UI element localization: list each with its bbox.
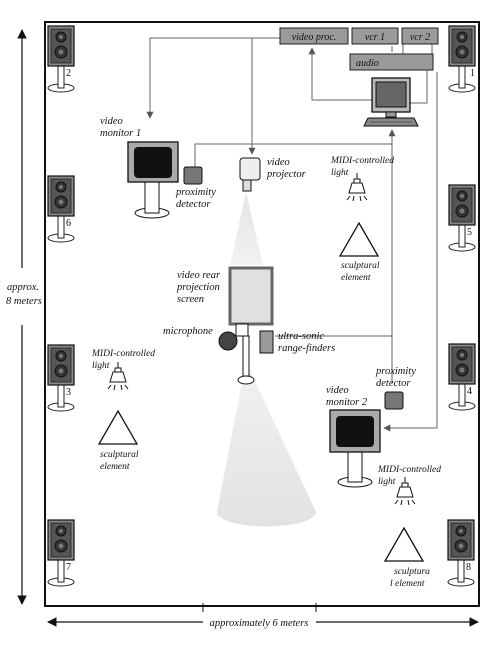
speaker-3-number: 3	[66, 387, 71, 398]
proximity-detector-2-label-line2: detector	[376, 378, 411, 389]
ultrasonic-label-line2: range-finders	[278, 343, 335, 354]
speaker-2-icon	[47, 25, 75, 93]
microphone-icon	[218, 331, 238, 351]
midi-light-1-label-line1: MIDI-controlled	[330, 156, 394, 166]
room-outline	[44, 21, 480, 607]
audio-label: audio	[356, 58, 379, 69]
speaker-5-icon	[448, 184, 476, 252]
sculptural-element-2-label-line2: element	[100, 462, 130, 472]
midi-light-3-label-line1: MIDI-controlled	[377, 465, 441, 475]
midi-light-1-icon	[346, 172, 368, 202]
screen-label-line3: screen	[177, 294, 204, 305]
midi-light-3-label-line2: light	[378, 477, 396, 487]
projector-beam-upper	[230, 192, 263, 265]
vcr1-label: vcr 1	[365, 32, 385, 43]
vcr2-label: vcr 2	[410, 32, 430, 43]
speaker-8-icon	[447, 519, 475, 587]
rear-projection-screen-icon	[228, 266, 274, 385]
speaker-6-number: 6	[66, 218, 71, 229]
speaker-7-number: 7	[66, 562, 71, 573]
sculptural-element-2-label-line1: sculptural	[100, 450, 139, 460]
proximity-detector-1-icon	[183, 166, 203, 185]
sculptural-element-3-label-line1: sculptura	[394, 567, 430, 577]
computer-icon	[363, 77, 419, 127]
proximity-detector-1-label-line2: detector	[176, 199, 211, 210]
screen-label-line1: video rear	[177, 270, 221, 281]
speaker-1-icon	[448, 25, 476, 93]
speaker-6-icon	[47, 175, 75, 243]
microphone-label: microphone	[163, 326, 213, 337]
speaker-1-number: 1	[470, 68, 475, 79]
sculptural-element-1-label-line2: element	[341, 273, 371, 283]
speaker-4-number: 4	[467, 386, 472, 397]
ultrasonic-label-line1: ultra-sonic	[278, 331, 324, 342]
speaker-2-number: 2	[66, 68, 71, 79]
sculptural-element-1-icon	[339, 222, 379, 257]
video-monitor-1-label-line1: video	[100, 116, 123, 127]
proximity-detector-1-label-line1: proximity	[175, 187, 216, 198]
speaker-4-icon	[448, 343, 476, 411]
video-proc-label: video proc.	[292, 32, 337, 43]
video-monitor-1-label-line2: monitor 1	[100, 128, 141, 139]
sculptural-element-3-label-line2: l element	[390, 579, 425, 589]
video-monitor-2-label-line1: video	[326, 385, 349, 396]
sculptural-element-3-icon	[384, 527, 424, 562]
midi-light-2-label-line1: MIDI-controlled	[91, 349, 155, 359]
height-label-line2: 8 meters	[6, 296, 42, 307]
speaker-3-icon	[47, 344, 75, 412]
audio-box	[349, 53, 434, 71]
midi-light-3-icon	[394, 476, 416, 506]
video-monitor-1-icon	[127, 141, 179, 219]
screen-label-line2: projection	[176, 282, 220, 293]
video-monitor-2-label-line2: monitor 2	[326, 397, 368, 408]
speaker-5-number: 5	[467, 227, 472, 238]
sculptural-element-2-icon	[98, 410, 138, 445]
speaker-8-number: 8	[466, 562, 471, 573]
midi-light-2-icon	[107, 361, 129, 391]
equipment-rack: video proc. vcr 1 vcr 2 audio	[279, 27, 439, 71]
video-projector-label-line1: video	[267, 157, 290, 168]
vcr2-box	[401, 27, 439, 45]
signal-cables	[146, 37, 438, 432]
midi-light-2-label-line2: light	[92, 361, 110, 371]
midi-light-1-label-line2: light	[331, 168, 349, 178]
speaker-7-icon	[47, 519, 75, 587]
video-proc-box	[279, 27, 349, 45]
width-dimension	[47, 603, 479, 627]
sculptural-element-1-label-line1: sculptural	[341, 261, 380, 271]
height-label-line1: approx.	[7, 282, 39, 293]
width-label: approximately 6 meters	[210, 618, 309, 629]
proximity-detector-2-icon	[384, 391, 404, 410]
vcr1-box	[351, 27, 399, 45]
video-projector-label-line2: projector	[266, 169, 307, 180]
video-monitor-2-icon	[329, 409, 381, 488]
video-projector-icon	[239, 157, 261, 192]
projector-beam-lower	[217, 362, 316, 527]
ultrasonic-rangefinder-icon	[259, 330, 274, 354]
proximity-detector-2-label-line1: proximity	[375, 366, 416, 377]
